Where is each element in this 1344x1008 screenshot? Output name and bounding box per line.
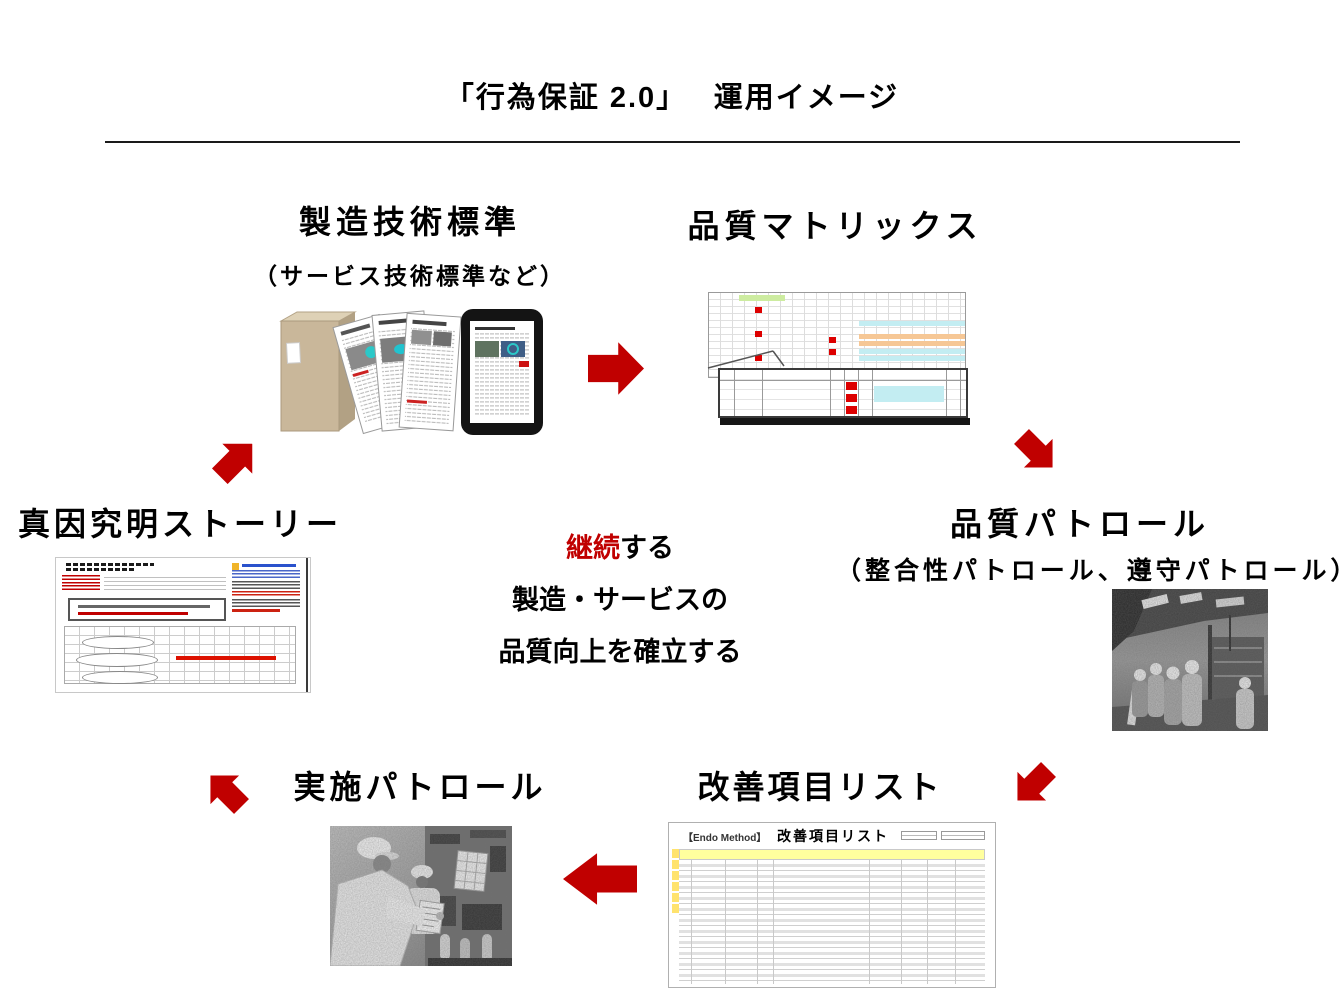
sheet-header-cell xyxy=(901,831,937,840)
center-message-line3: 品質向上を確立する xyxy=(498,637,742,667)
matrix-zoom-callout xyxy=(707,350,785,369)
node-title-quality-matrix: 品質マトリックス xyxy=(687,208,983,244)
documents-icon xyxy=(332,310,462,435)
node-title-improvement-list: 改善項目リスト xyxy=(697,769,943,805)
center-message-emphasis: 継続 xyxy=(566,533,620,563)
sheet-index-column xyxy=(672,849,679,913)
sheet-title: 改善項目リスト xyxy=(777,828,889,844)
matrix-detail-alert-cell xyxy=(846,406,857,414)
matrix-detail-alert-cell xyxy=(846,382,857,390)
side-note-icon xyxy=(232,563,239,570)
analysis-oval xyxy=(82,671,158,684)
table-column-line xyxy=(762,370,763,416)
matrix-table-shadow xyxy=(720,418,970,425)
sheet-column-line xyxy=(757,860,758,984)
center-message: 継続する 製造・サービスの 品質向上を確立する xyxy=(462,522,778,678)
matrix-detail-highlight-row xyxy=(874,394,944,402)
node-title-root-cause-story: 真因究明ストーリー xyxy=(17,506,342,542)
side-note-red-text xyxy=(232,591,300,597)
node-title-implementation-patrol: 実施パトロール xyxy=(293,769,547,805)
table-column-line xyxy=(830,370,831,416)
root-cause-story-document xyxy=(55,557,311,693)
callout-red-text-line xyxy=(78,612,188,615)
callout-text-line xyxy=(78,605,210,608)
node-subtitle-manufacturing-standards: （サービス技術標準など） xyxy=(254,263,566,289)
table-column-line xyxy=(844,370,845,416)
page-title: 「行為保証 2.0」 運用イメージ xyxy=(444,82,900,114)
analysis-oval xyxy=(76,653,158,667)
sheet-header-cell xyxy=(941,831,985,840)
sheet-header-row xyxy=(679,849,985,860)
table-column-line xyxy=(858,370,859,416)
quality-patrol-photo xyxy=(1112,589,1268,731)
matrix-alert-cell xyxy=(829,337,836,343)
node-subtitle-quality-patrol: （整合性パトロール、遵守パトロール） xyxy=(836,557,1344,585)
sheet-data-rows xyxy=(679,860,985,984)
matrix-highlight-row xyxy=(859,321,965,326)
side-note-blue-text xyxy=(232,570,300,579)
sheet-column-line xyxy=(955,860,956,984)
analysis-oval xyxy=(82,636,154,649)
matrix-detail-alert-cell xyxy=(846,394,857,402)
center-message-line2: 製造・サービスの xyxy=(512,585,728,615)
sheet-method-label: 【Endo Method】 xyxy=(683,833,767,844)
document-title-text xyxy=(66,563,154,566)
matrix-alert-cell xyxy=(755,331,762,337)
arrow-standards-to-matrix xyxy=(588,342,644,395)
standards-media-graphic xyxy=(279,309,543,435)
arrow-implementation-patrol-to-root-cause xyxy=(210,775,250,815)
sheet-column-line xyxy=(869,860,870,984)
matrix-highlight-row-orange xyxy=(859,341,965,346)
matrix-alert-cell xyxy=(755,355,762,361)
document-callout-box xyxy=(68,598,226,621)
sheet-column-line xyxy=(773,860,774,984)
side-note-red-line xyxy=(232,609,280,612)
matrix-alert-cell xyxy=(755,307,762,313)
arrow-matrix-to-quality-patrol xyxy=(1013,428,1053,468)
matrix-detail-table xyxy=(718,368,968,418)
table-column-line xyxy=(734,370,735,416)
matrix-alert-cell xyxy=(829,349,836,355)
table-column-line xyxy=(960,370,961,416)
implementation-patrol-photo xyxy=(330,826,512,966)
tablet-icon xyxy=(461,309,543,435)
side-note-text xyxy=(232,599,300,607)
improvement-list-sheet: 【Endo Method】 改善項目リスト xyxy=(668,822,996,988)
center-message-line1: 継続する xyxy=(566,533,674,563)
arrow-root-cause-to-standards xyxy=(211,443,253,485)
page-edge-line xyxy=(306,558,308,692)
sheet-column-line xyxy=(901,860,902,984)
table-header-line xyxy=(720,380,966,381)
sheet-column-line xyxy=(927,860,928,984)
matrix-highlight-row xyxy=(859,349,965,354)
document-subtitle-text xyxy=(66,568,136,571)
side-note-blue-title xyxy=(242,564,296,567)
grid-red-note xyxy=(176,656,276,660)
matrix-header-highlight xyxy=(739,295,785,301)
node-title-quality-patrol: 品質パトロール xyxy=(950,506,1210,542)
node-title-manufacturing-standards: 製造技術標準 xyxy=(298,204,521,240)
matrix-detail-highlight-row xyxy=(874,386,944,394)
matrix-highlight-row xyxy=(859,356,965,361)
document-rule-lines xyxy=(104,574,226,592)
document-red-notes xyxy=(62,575,100,590)
table-column-line xyxy=(946,370,947,416)
arrow-improvement-list-to-implementation-patrol xyxy=(563,853,637,905)
side-note-text xyxy=(232,581,300,589)
title-divider xyxy=(105,141,1240,143)
arrow-quality-patrol-to-improvement-list xyxy=(1017,761,1057,801)
table-column-line xyxy=(872,370,873,416)
matrix-highlight-row-orange xyxy=(859,334,965,339)
quality-matrix-graphic xyxy=(706,292,970,428)
matrix-overview-sheet xyxy=(708,292,966,378)
sheet-column-line xyxy=(725,860,726,984)
sheet-column-line xyxy=(691,860,692,984)
